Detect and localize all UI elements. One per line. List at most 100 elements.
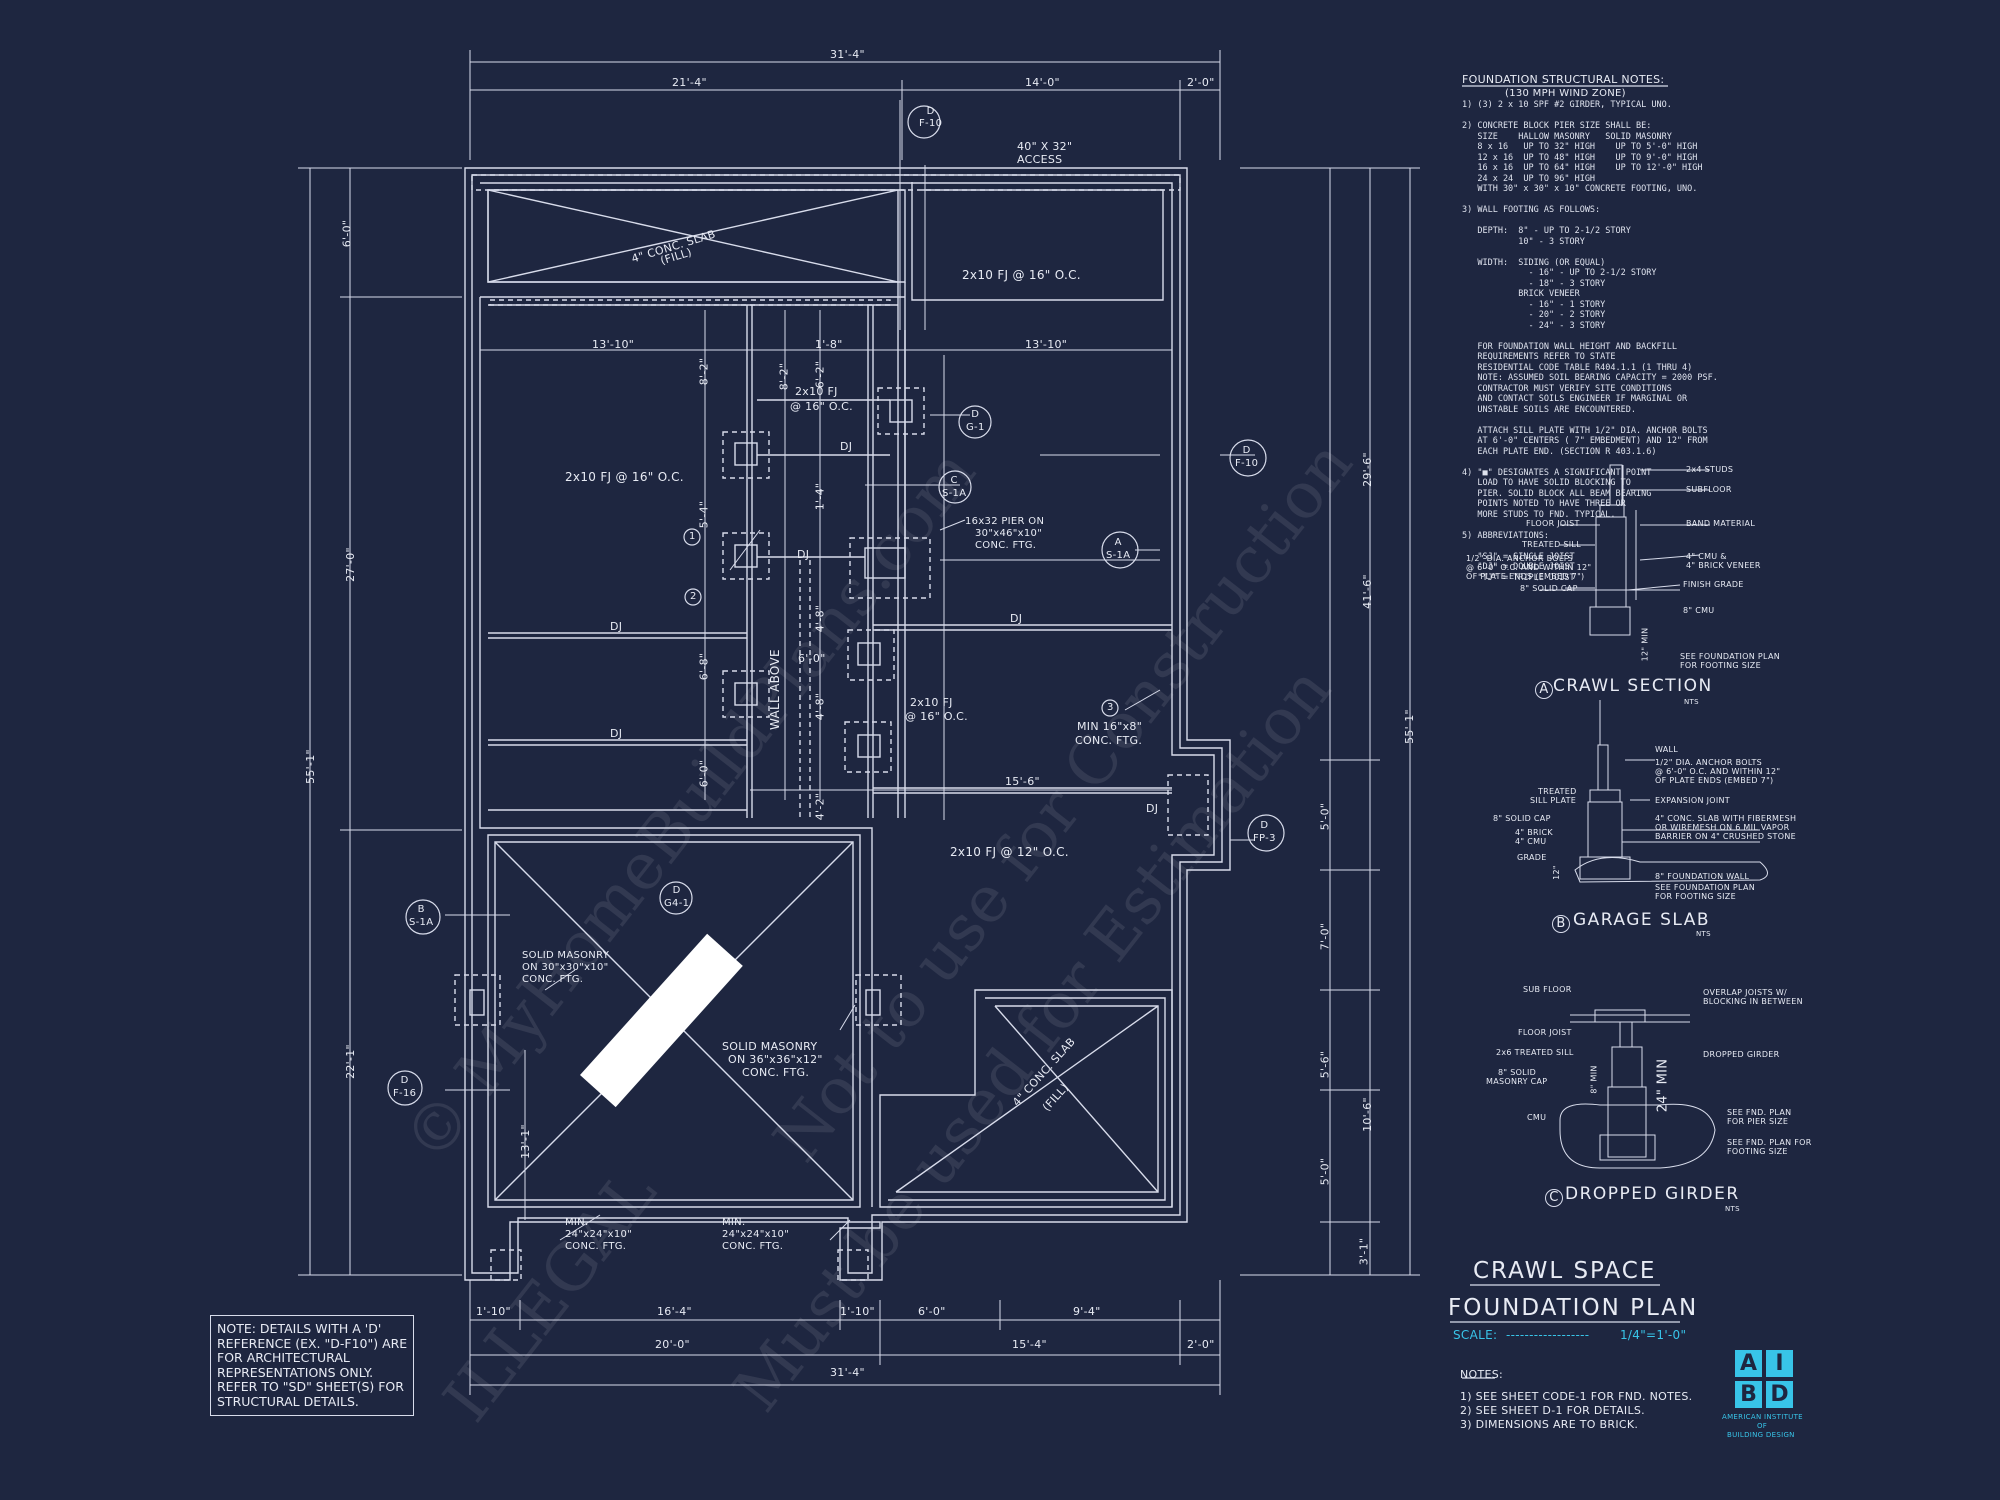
label-solid-1b: ON 30"x30"x10" — [522, 962, 609, 973]
label-wall-above: WALL ABOVE — [768, 649, 782, 730]
detail-b-letter: B — [1552, 915, 1570, 933]
dim-bot-3: 1'-10" — [840, 1305, 875, 1318]
dim-v-8-2a: 8'-2" — [697, 357, 711, 386]
dim-right-s4: 5'-0" — [1318, 1157, 1332, 1186]
detail-c-overlap-2: BLOCKING IN BETWEEN — [1703, 997, 1803, 1006]
detail-c-title: DROPPED GIRDER — [1565, 1184, 1740, 1204]
label-access: 40" X 32" — [1017, 140, 1073, 153]
detail-c-letter: C — [1545, 1189, 1563, 1207]
plan-title-line1: CRAWL SPACE — [1473, 1258, 1657, 1284]
dim-in-13-10b: 13'-10" — [1025, 338, 1068, 351]
detail-c-nts: NTS — [1725, 1205, 1740, 1213]
dim-top-left: 21'-4" — [672, 76, 707, 89]
dim-right-a: 29'-6" — [1360, 452, 1374, 487]
dim-top-mid: 14'-0" — [1025, 76, 1060, 89]
scale-label: SCALE: — [1453, 1328, 1498, 1342]
dim-right-b: 41'-6" — [1360, 574, 1374, 609]
detail-c-sill: 2x6 TREATED SILL — [1496, 1048, 1574, 1057]
detail-c-pier-size: SEE FND. PLAN — [1727, 1108, 1792, 1117]
label-solid-2a: SOLID MASONRY — [722, 1040, 818, 1053]
logo-line-2: OF — [1757, 1422, 1768, 1430]
detail-c-overlap: OVERLAP JOISTS W/ — [1703, 988, 1788, 997]
label-dj-4: DJ — [1010, 612, 1023, 625]
detail-b-expansion: EXPANSION JOINT — [1655, 796, 1730, 805]
detail-c-24min: 24" MIN — [1655, 1058, 1671, 1113]
label-fj-left: 2x10 FJ @ 16" O.C. — [565, 470, 684, 484]
notes-2: 2) SEE SHEET D-1 FOR DETAILS. — [1460, 1404, 1645, 1417]
detail-b-cap: 8" SOLID CAP — [1493, 814, 1551, 823]
logo-i: I — [1766, 1350, 1793, 1377]
dim-left-mid: 27'-0" — [343, 547, 357, 582]
label-fj-12: 2x10 FJ @ 12" O.C. — [950, 845, 1069, 859]
label-min-2a: MIN. — [722, 1217, 746, 1228]
dim-in-13-10: 13'-10" — [592, 338, 635, 351]
detail-a-bolts-2: @ 6'-0" O.C. AND WITHIN 12" — [1466, 563, 1592, 572]
detail-a-bolts: 1/2" DIA. ANCHOR BOLTS — [1466, 554, 1574, 563]
label-dj-6: DJ — [1146, 802, 1159, 815]
dim-left-top: 6'-0" — [340, 219, 354, 248]
dim-right-s3: 5'-6" — [1318, 1050, 1332, 1079]
detail-a-stud: 2x4 STUDS — [1686, 465, 1734, 474]
dim-right-s2: 7'-0" — [1318, 922, 1332, 951]
label-dj-1: DJ — [840, 440, 853, 453]
label-fj-top: 2x10 FJ @ 16" O.C. — [962, 268, 1081, 282]
detail-b-see-plan: SEE FOUNDATION PLAN — [1655, 883, 1756, 892]
label-solid-2c: CONC. FTG. — [742, 1066, 810, 1079]
label-solid-1a: SOLID MASONRY — [522, 950, 610, 961]
dim-right-total: 55'-1" — [1402, 709, 1416, 744]
detail-a-subfloor: SUBFLOOR — [1686, 485, 1732, 494]
label-pier-2: 30"x46"x10" — [975, 528, 1043, 539]
dim-overall-bottom: 31'-4" — [830, 1366, 865, 1379]
dim-bot-6: 20'-0" — [655, 1338, 690, 1351]
detail-a-see-plan-2: FOR FOOTING SIZE — [1680, 661, 1761, 670]
detail-b-see-plan-2: FOR FOOTING SIZE — [1655, 892, 1736, 901]
detail-b-slab-3: BARRIER ON 4" CRUSHED STONE — [1655, 832, 1796, 841]
notes-1: 1) SEE SHEET CODE-1 FOR FND. NOTES. — [1460, 1390, 1693, 1403]
detail-b-treated: TREATED — [1538, 787, 1577, 796]
detail-a-nts: NTS — [1684, 698, 1699, 706]
detail-b-slab: 4" CONC. SLAB WITH FIBERMESH — [1655, 814, 1797, 823]
detail-a-cmu: 4" CMU & — [1686, 552, 1727, 561]
detail-c-subfloor: SUB FLOOR — [1523, 985, 1572, 994]
dim-in-1-8: 1'-8" — [815, 338, 843, 351]
plan-title-line2: FOUNDATION PLAN — [1448, 1295, 1699, 1321]
tag-note-2: 2 — [690, 591, 697, 602]
label-min-1b: 24"x24"x10" — [565, 1229, 633, 1240]
label-access-2: ACCESS — [1017, 153, 1063, 166]
aibd-logo: A I B D — [1735, 1350, 1795, 1410]
dim-v-6-0: 6'-0" — [798, 652, 826, 665]
detail-c-cap: 8" SOLID — [1498, 1068, 1537, 1077]
label-solid-1c: CONC. FTG. — [522, 974, 584, 985]
dim-bot-1: 1'-10" — [476, 1305, 511, 1318]
dim-v-4-2: 4'-2" — [813, 792, 827, 821]
label-min-ftg-1: MIN 16"x8" — [1077, 720, 1143, 733]
detail-b-title: GARAGE SLAB — [1573, 910, 1711, 930]
detail-c-ftg-size-2: FOOTING SIZE — [1727, 1147, 1788, 1156]
dim-bot-2: 16'-4" — [657, 1305, 692, 1318]
dim-left-bot: 22'-1" — [343, 1044, 357, 1079]
detail-a-12min: 12" MIN — [1640, 627, 1650, 662]
detail-b-bolts-3: OF PLATE ENDS (EMBED 7") — [1655, 776, 1774, 785]
structural-notes-title: FOUNDATION STRUCTURAL NOTES: — [1462, 73, 1665, 86]
label-dj-3: DJ — [610, 620, 623, 633]
detail-b-nts: NTS — [1696, 930, 1711, 938]
dim-left-total: 55'-1" — [303, 749, 317, 784]
label-min-2c: CONC. FTG. — [722, 1241, 784, 1252]
detail-a-see-plan: SEE FOUNDATION PLAN — [1680, 652, 1781, 661]
notes-title: NOTES: — [1460, 1368, 1504, 1381]
label-dj-2: DJ — [797, 548, 810, 561]
detail-b-grade: GRADE — [1517, 853, 1547, 862]
dim-bot-8: 2'-0" — [1187, 1338, 1215, 1351]
detail-a-8cmu: 8" CMU — [1683, 606, 1715, 615]
dim-right-d: 3'-1" — [1357, 1237, 1371, 1266]
